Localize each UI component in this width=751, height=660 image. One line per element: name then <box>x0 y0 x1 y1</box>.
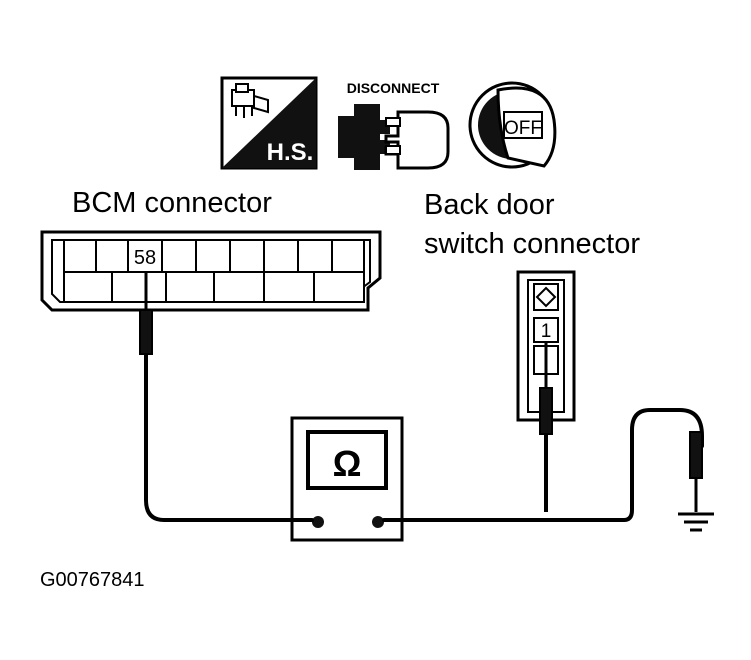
bcm-pin-58: 58 <box>134 247 156 269</box>
meter-terminal-left <box>312 516 324 528</box>
ground-symbol-icon <box>678 512 714 532</box>
key-off-label: OFF <box>504 118 542 139</box>
meter-terminal-right <box>372 516 384 528</box>
figure-id: G00767841 <box>40 569 145 591</box>
ground-probe <box>689 431 703 512</box>
back-door-probe <box>539 342 553 512</box>
back-door-title-line1: Back door <box>424 189 555 221</box>
disconnect-label: DISCONNECT <box>347 80 440 96</box>
back-door-title-line2: switch connector <box>424 228 640 260</box>
hs-label: H.S. <box>267 139 314 166</box>
wires <box>144 408 704 522</box>
ohm-symbol: Ω <box>333 443 362 484</box>
disconnect-icon: DISCONNECT <box>338 80 450 170</box>
bcm-connector-title: BCM connector <box>72 187 272 219</box>
bcm-probe <box>139 272 153 500</box>
ignition-key-off-icon: OFF <box>468 81 557 169</box>
hood-hs-icon: H.S. <box>220 76 318 170</box>
back-door-pin-1: 1 <box>541 321 552 342</box>
bcm-connector: 58 <box>40 230 382 312</box>
